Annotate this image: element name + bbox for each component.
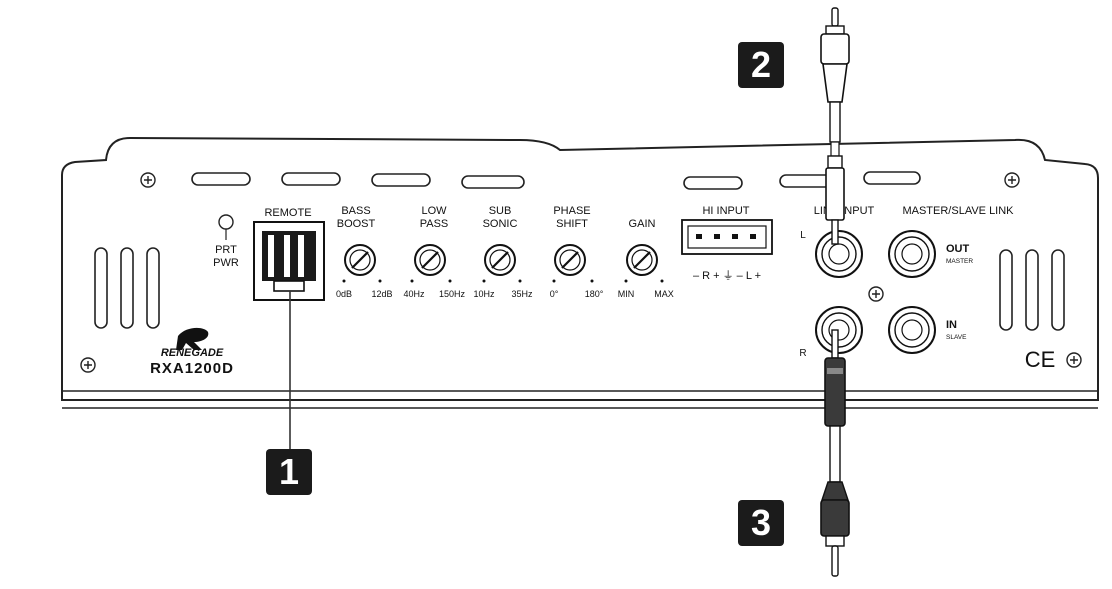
low-pass-max-label: 150Hz — [439, 289, 466, 299]
top-vent-slots — [191, 171, 921, 190]
hi-input-connector[interactable] — [681, 219, 773, 255]
sub-sonic-min-label: 10Hz — [473, 289, 495, 299]
low-pass-label-1: LOW — [421, 205, 447, 217]
prt-label: PRT — [215, 244, 237, 256]
gain-knob[interactable] — [626, 244, 658, 276]
callout-3: 3 — [738, 500, 784, 546]
model-name: RXA1200D — [150, 360, 234, 377]
gain-max-label: MAX — [654, 289, 674, 299]
bass-boost-label-1: BASS — [341, 205, 370, 217]
phase-shift-label-2: SHIFT — [556, 218, 588, 230]
low-pass-min-label: 40Hz — [403, 289, 425, 299]
right-channel-label: R — [799, 348, 806, 359]
master-slave-link-label: MASTER/SLAVE LINK — [902, 205, 1014, 217]
phase-shift-label-1: PHASE — [553, 205, 590, 217]
knob-range-dots — [342, 279, 664, 283]
in-label: IN — [946, 319, 957, 331]
hi-input-pin-labels: – R + ⏚ – L + — [693, 269, 761, 282]
screw-mount-icon — [80, 172, 1082, 373]
master-label: MASTER — [946, 258, 973, 265]
master-out-jack[interactable] — [888, 230, 936, 278]
bass-max-label: 12dB — [371, 289, 392, 299]
sub-sonic-knob[interactable] — [484, 244, 516, 276]
renegade-logo: RENEGADE RXA1200D — [150, 327, 234, 377]
slave-label: SLAVE — [946, 334, 967, 341]
gain-label: GAIN — [629, 218, 656, 230]
phase-shift-knob[interactable] — [554, 244, 586, 276]
sub-sonic-label-1: SUB — [489, 205, 512, 217]
pwr-label: PWR — [213, 257, 239, 269]
left-channel-label: L — [800, 230, 806, 241]
sub-sonic-label-2: SONIC — [483, 218, 518, 230]
line-input-l-jack[interactable] — [815, 230, 863, 278]
bass-boost-label-2: BOOST — [337, 218, 376, 230]
out-label: OUT — [946, 243, 970, 255]
callout-1: 1 — [266, 449, 312, 495]
hi-input-label: HI INPUT — [702, 205, 749, 217]
remote-label: REMOTE — [264, 207, 311, 219]
phase-min-label: 0° — [550, 289, 559, 299]
brand-name: RENEGADE — [161, 347, 224, 359]
low-pass-label-2: PASS — [420, 218, 449, 230]
rca-plug-icon — [820, 7, 850, 245]
bass-min-label: 0dB — [336, 289, 352, 299]
rca-cable-bottom — [820, 329, 850, 577]
phase-max-label: 180° — [585, 289, 604, 299]
left-side-vents — [94, 247, 160, 329]
ce-mark: CE — [1025, 347, 1056, 372]
sub-sonic-max-label: 35Hz — [511, 289, 533, 299]
right-side-vents — [999, 249, 1065, 331]
bass-boost-knob[interactable] — [344, 244, 376, 276]
gain-min-label: MIN — [618, 289, 635, 299]
line-input-r-jack[interactable] — [815, 306, 863, 354]
slave-in-jack[interactable] — [888, 306, 936, 354]
low-pass-knob[interactable] — [414, 244, 446, 276]
callout-2: 2 — [738, 42, 784, 88]
remote-connector[interactable] — [253, 221, 325, 301]
